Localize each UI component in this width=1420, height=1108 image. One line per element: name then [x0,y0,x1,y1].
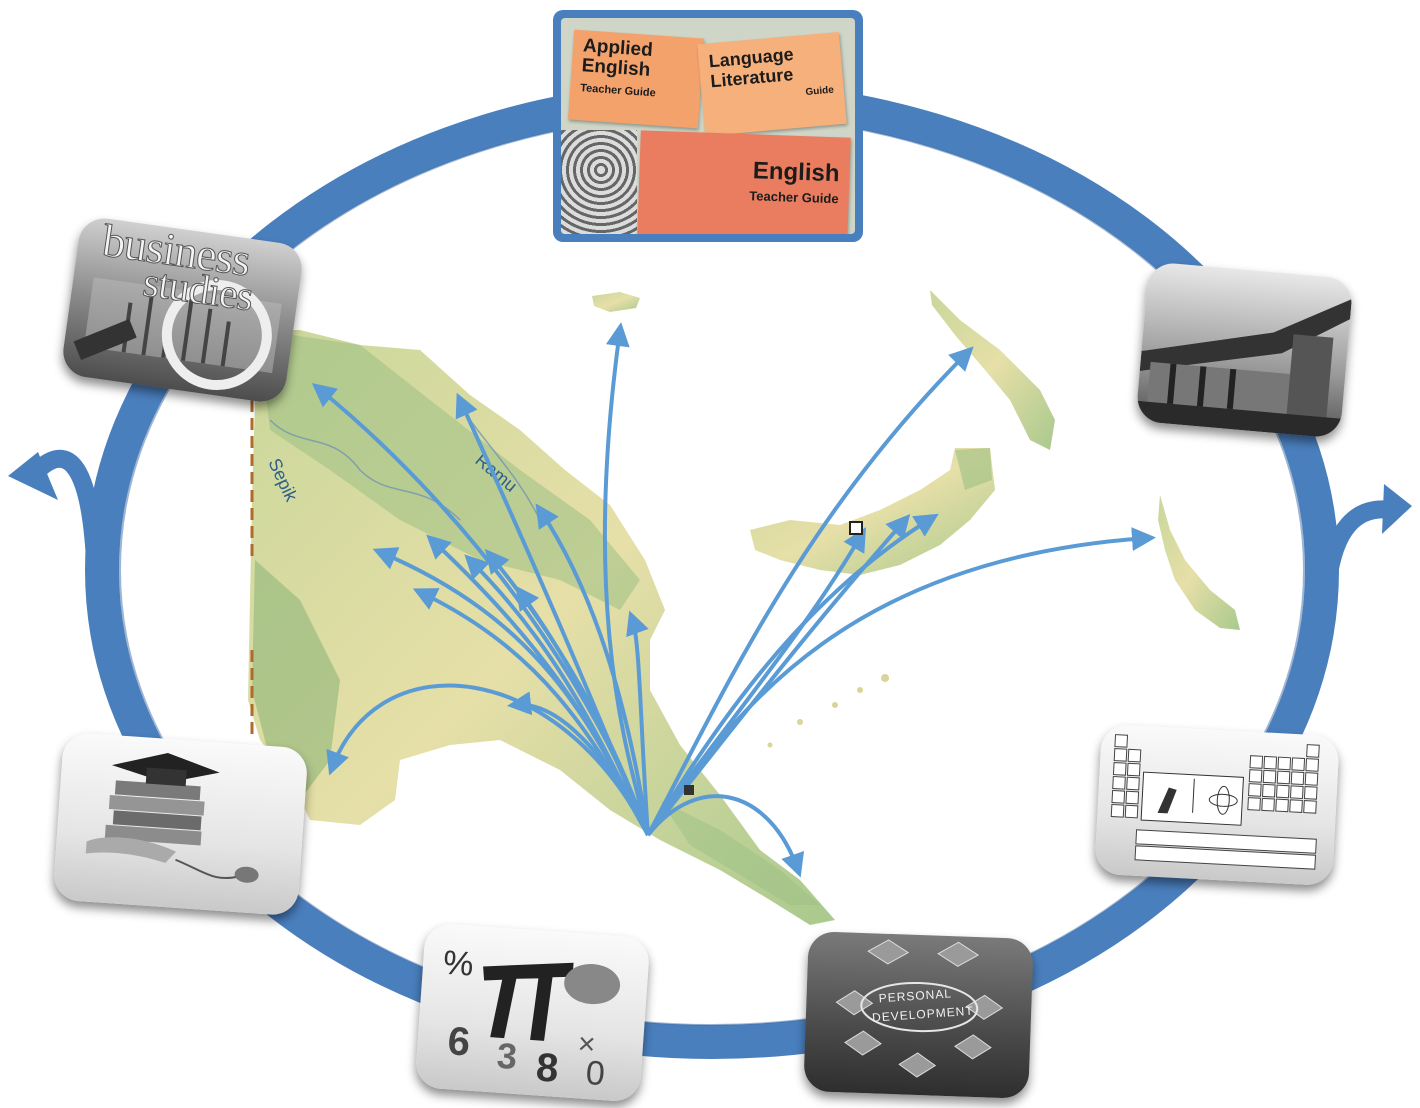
card-english: English Teacher Guide [637,130,851,234]
pi-symbols-image: % 6 3 8 × 0 [442,944,621,1093]
svg-text:6: 6 [446,1019,471,1064]
svg-text:0: 0 [585,1054,607,1093]
card-applied-english: Applied English Teacher Guide [568,29,704,129]
building-image [1135,299,1352,439]
tea-towel-image [561,130,637,234]
science-periodic-table-tile [1094,723,1340,887]
left-outflow-arrow [31,449,104,561]
books-cap-image [85,752,259,883]
distribution-arrows [311,322,1156,878]
english-teacher-guides-tile: Applied English Teacher Guide Language L… [553,10,863,242]
periodic-table-image [1110,734,1320,870]
personal-development-tile: PERSONAL DEVELOPMENT [803,931,1034,1099]
svg-text:%: % [442,944,475,984]
svg-text:3: 3 [496,1035,519,1077]
magnifier-chart-image [73,277,282,391]
svg-text:×: × [577,1027,597,1061]
map-mainland [248,330,835,925]
business-studies-tile: business studies [59,215,306,405]
graduation-books-tile [52,731,309,917]
svg-text:8: 8 [535,1045,560,1090]
chalkboard-diagram-image [835,939,1004,1078]
right-outflow-arrow [1319,500,1394,582]
university-building-tile [1135,261,1354,439]
mathematics-pi-tile: % 6 3 8 × 0 [414,922,651,1103]
card-language-literature: Language Literature Guide [697,31,847,137]
